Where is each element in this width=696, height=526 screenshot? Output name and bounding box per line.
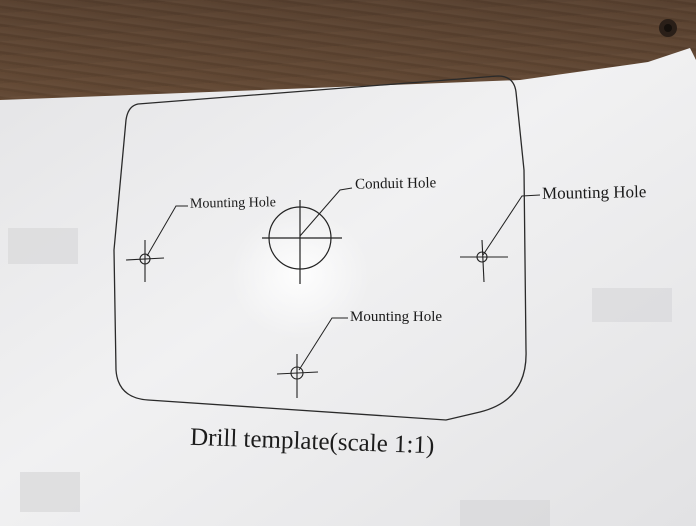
tape-strip <box>20 472 80 512</box>
leader-line-conduit <box>299 187 353 237</box>
mounting-hole-bottom-marker <box>276 354 319 398</box>
template-outline <box>113 75 527 421</box>
leader-line-right <box>482 194 541 256</box>
mounting-hole-left-marker <box>125 240 165 282</box>
conduit-hole-marker <box>262 200 342 284</box>
conduit-hole-label: Conduit Hole <box>354 175 437 193</box>
leader-line-left <box>146 205 188 257</box>
mounting-hole-bottom-label: Mounting Hole <box>350 309 443 325</box>
tape-strip <box>460 500 550 526</box>
leader-line-bottom <box>298 317 348 371</box>
mounting-hole-right-label: Mounting Hole <box>541 182 647 203</box>
tape-strip <box>8 228 78 264</box>
mounting-hole-right-marker <box>460 239 508 283</box>
tape-strip <box>592 288 672 322</box>
mounting-hole-left-label: Mounting Hole <box>189 195 277 212</box>
